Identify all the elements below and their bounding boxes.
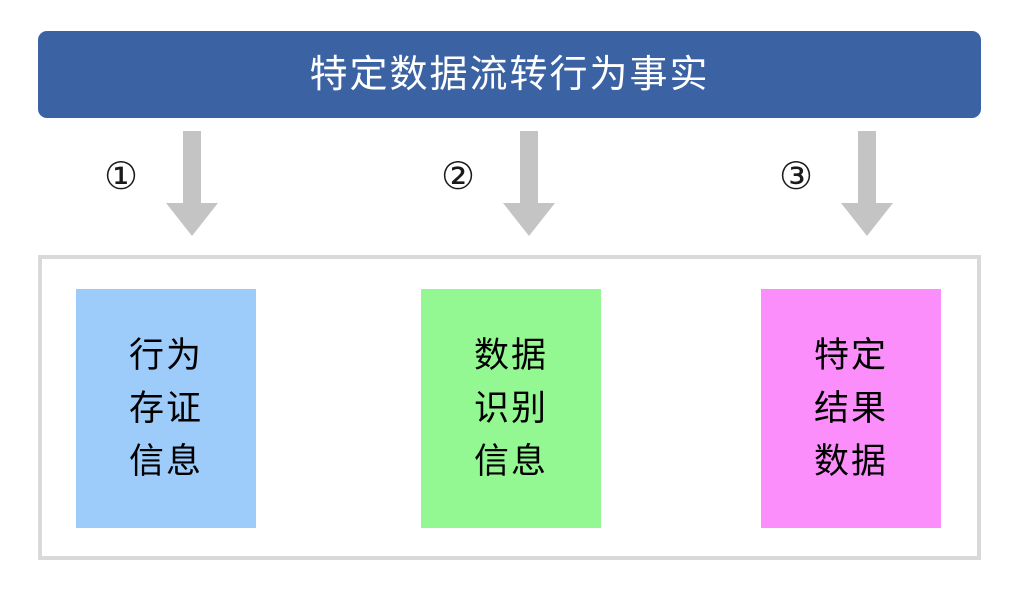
page-title: 特定数据流转行为事实 (309, 53, 710, 96)
step-marker-2: ② (441, 154, 476, 198)
header-banner: 特定数据流转行为事实 (38, 31, 981, 118)
down-arrow-icon-2 (503, 131, 555, 236)
category-line: 信息 (473, 442, 548, 482)
category-line: 行为 (128, 335, 203, 375)
step-marker-1: ① (104, 154, 139, 198)
category-line: 信息 (128, 442, 203, 482)
step-marker-3: ③ (779, 154, 814, 198)
category-box-behavior-evidence-information[interactable]: 行为 存证 信息 (76, 289, 256, 528)
category-line: 结果 (813, 388, 888, 428)
down-arrow-icon-1 (166, 131, 218, 236)
category-line: 存证 (128, 388, 203, 428)
category-line: 数据 (813, 442, 888, 482)
category-line: 数据 (473, 335, 548, 375)
category-line: 特定 (813, 335, 888, 375)
category-box-data-identification-information[interactable]: 数据 识别 信息 (421, 289, 601, 528)
category-line: 识别 (473, 388, 548, 428)
down-arrow-icon-3 (841, 131, 893, 236)
category-box-specific-result-data[interactable]: 特定 结果 数据 (761, 289, 941, 528)
